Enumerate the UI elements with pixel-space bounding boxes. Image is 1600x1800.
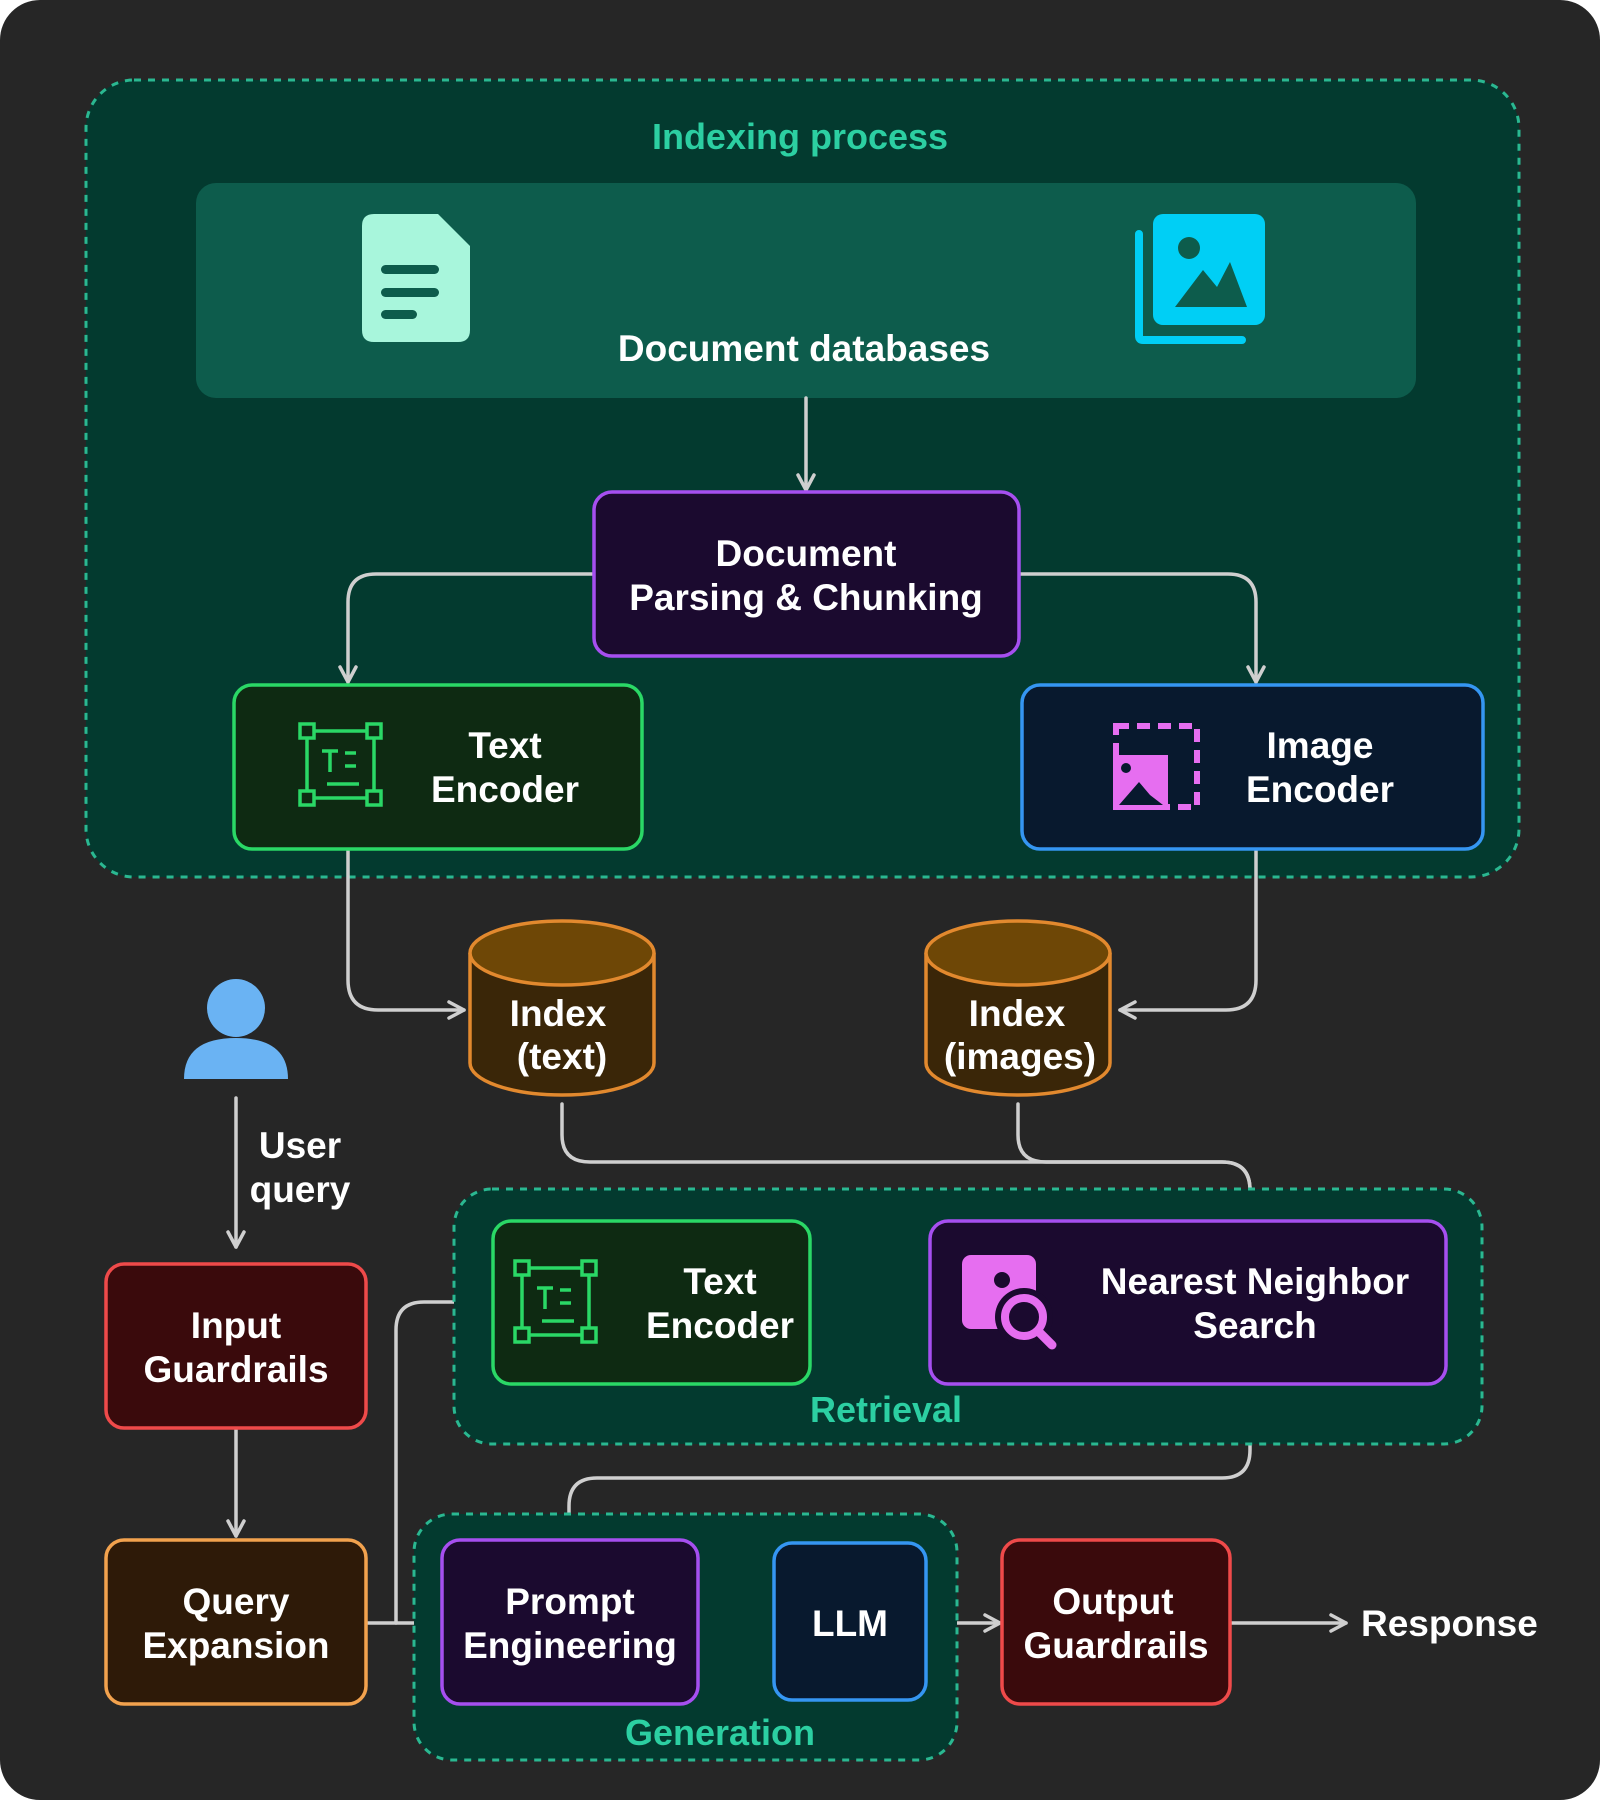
person-icon (184, 979, 288, 1079)
nearest-neighbor-search-node: Nearest Neighbor Search (928, 1219, 1448, 1386)
output-guardrails-node: Output Guardrails (1000, 1538, 1232, 1706)
input-guardrails-label-line2: Guardrails (143, 1349, 328, 1390)
document-databases-panel (196, 183, 1416, 398)
user-query-label-line1: User (259, 1125, 341, 1166)
document-icon (362, 214, 470, 342)
index-text-database: Index (text) (468, 919, 656, 1097)
index-images-database: Index (images) (924, 919, 1112, 1097)
retrieval-group-label: Retrieval (810, 1389, 962, 1430)
image-encoder-icon (1113, 723, 1200, 810)
text-encoder-retrieval-node: Text Encoder (491, 1219, 812, 1386)
generation-group-label: Generation (625, 1712, 815, 1753)
text-encoder-indexing-node: Text Encoder (232, 683, 644, 851)
arrow-parsing-to-text-encoder (338, 572, 594, 684)
query-expansion-label-line2: Expansion (142, 1625, 329, 1666)
image-search-icon (962, 1255, 1057, 1350)
arrow-expansion-to-text-encoder (394, 1292, 490, 1625)
output-guardrails-label-line2: Guardrails (1023, 1625, 1208, 1666)
response-label: Response (1361, 1603, 1538, 1644)
text-encoder-icon (513, 1259, 598, 1344)
llm-node: LLM (772, 1541, 928, 1702)
image-encoder-label-line2: Encoder (1246, 769, 1394, 810)
arrow-image-encoder-to-index (1118, 848, 1258, 1020)
query-expansion-node: Query Expansion (104, 1538, 368, 1706)
retrieval-text-encoder-label-line1: Text (683, 1261, 756, 1302)
parsing-label-line1: Document (716, 533, 897, 574)
indexing-group-label: Indexing process (652, 116, 948, 157)
input-guardrails-label-line1: Input (191, 1305, 281, 1346)
index-text-label-line2: (text) (517, 1036, 607, 1077)
nn-search-label-line1: Nearest Neighbor (1101, 1261, 1409, 1302)
image-gallery-icon (1135, 214, 1265, 344)
document-databases-label: Document databases (618, 328, 990, 369)
llm-label: LLM (812, 1603, 888, 1644)
prompt-engineering-label-line1: Prompt (505, 1581, 635, 1622)
arrow-text-encoder-to-index (346, 848, 466, 1020)
index-images-label-line2: (images) (944, 1036, 1096, 1077)
arrow-index-images-to-search (1016, 1102, 1260, 1218)
input-guardrails-node: Input Guardrails (104, 1262, 368, 1430)
output-guardrails-label-line1: Output (1052, 1581, 1173, 1622)
text-encoder-label-line2: Encoder (431, 769, 579, 810)
text-encoder-icon (298, 722, 383, 807)
document-parsing-node: Document Parsing & Chunking (592, 490, 1021, 658)
retrieval-text-encoder-label-line2: Encoder (646, 1305, 794, 1346)
prompt-engineering-label-line2: Engineering (463, 1625, 677, 1666)
nn-search-label-line2: Search (1193, 1305, 1316, 1346)
image-encoder-label-line1: Image (1267, 725, 1374, 766)
text-encoder-label-line1: Text (468, 725, 541, 766)
image-encoder-node: Image Encoder (1020, 683, 1485, 851)
query-expansion-label-line1: Query (183, 1581, 290, 1622)
prompt-engineering-node: Prompt Engineering (440, 1538, 700, 1706)
parsing-label-line2: Parsing & Chunking (629, 577, 983, 618)
index-text-label-line1: Index (510, 993, 607, 1034)
index-images-label-line1: Index (969, 993, 1066, 1034)
arrow-search-to-prompt (559, 1384, 1252, 1538)
user-query-label-line2: query (250, 1169, 351, 1210)
arrow-parsing-to-image-encoder (1016, 572, 1266, 684)
